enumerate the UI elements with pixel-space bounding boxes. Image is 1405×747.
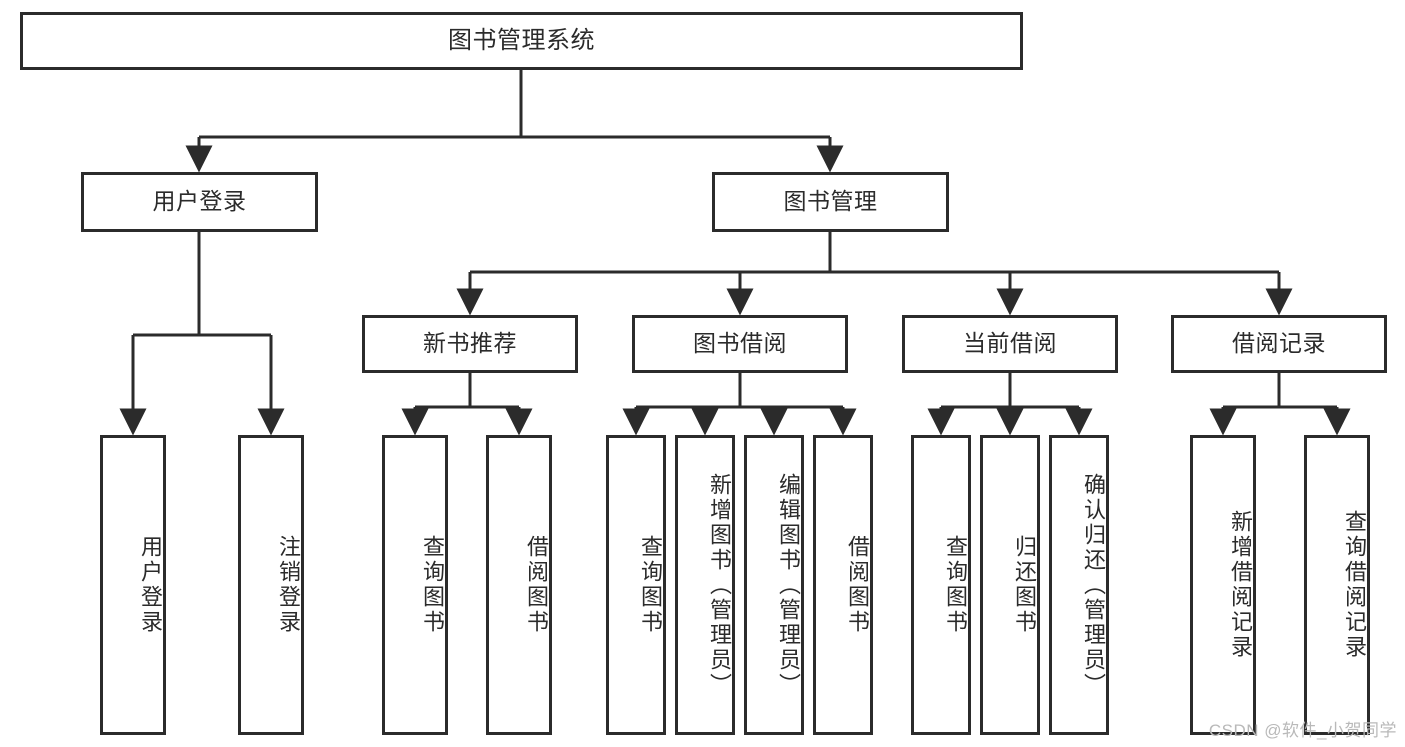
- node-book-borrow[interactable]: 图书借阅: [632, 315, 848, 373]
- node-label: 查询借阅记录: [1342, 510, 1367, 660]
- node-label: 用户登录: [152, 188, 247, 215]
- node-label: 用户登录: [138, 535, 163, 635]
- csdn-watermark: CSDN @软件_小贺同学: [1208, 721, 1397, 740]
- node-leaf-edit-book-admin[interactable]: 编辑图书（管理员）: [744, 435, 804, 735]
- node-leaf-query-book-current[interactable]: 查询图书: [911, 435, 971, 735]
- node-label: 编辑图书（管理员）: [776, 472, 801, 698]
- node-label: 查询图书: [638, 535, 663, 635]
- node-leaf-user-login[interactable]: 用户登录: [100, 435, 166, 735]
- node-leaf-add-borrow-record[interactable]: 新增借阅记录: [1190, 435, 1256, 735]
- node-book-management[interactable]: 图书管理: [712, 172, 949, 232]
- node-leaf-query-borrow-record[interactable]: 查询借阅记录: [1304, 435, 1370, 735]
- node-label: 新增借阅记录: [1228, 510, 1253, 660]
- node-new-book-recommend[interactable]: 新书推荐: [362, 315, 578, 373]
- node-current-borrow[interactable]: 当前借阅: [902, 315, 1118, 373]
- node-label: 借阅图书: [845, 535, 870, 635]
- node-leaf-query-book-newbook[interactable]: 查询图书: [382, 435, 448, 735]
- node-label: 借阅记录: [1232, 330, 1326, 357]
- node-label: 图书管理系统: [448, 26, 595, 54]
- node-label: 归还图书: [1012, 535, 1037, 635]
- node-leaf-confirm-return-admin[interactable]: 确认归还（管理员）: [1049, 435, 1109, 735]
- node-borrow-record[interactable]: 借阅记录: [1171, 315, 1387, 373]
- node-leaf-logout[interactable]: 注销登录: [238, 435, 304, 735]
- node-label: 查询图书: [943, 535, 968, 635]
- node-label: 当前借阅: [963, 330, 1057, 357]
- node-leaf-add-book-admin[interactable]: 新增图书（管理员）: [675, 435, 735, 735]
- node-user-login[interactable]: 用户登录: [81, 172, 318, 232]
- node-label: 新书推荐: [423, 330, 517, 357]
- node-label: 确认归还（管理员）: [1081, 472, 1106, 698]
- node-leaf-borrow-book-newbook[interactable]: 借阅图书: [486, 435, 552, 735]
- node-label: 借阅图书: [524, 535, 549, 635]
- node-root-library-system[interactable]: 图书管理系统: [20, 12, 1023, 70]
- node-leaf-borrow-book[interactable]: 借阅图书: [813, 435, 873, 735]
- node-label: 新增图书（管理员）: [707, 472, 732, 698]
- node-leaf-query-book-borrow[interactable]: 查询图书: [606, 435, 666, 735]
- node-label: 查询图书: [420, 535, 445, 635]
- node-label: 注销登录: [276, 535, 301, 635]
- node-label: 图书借阅: [693, 330, 787, 357]
- node-label: 图书管理: [783, 188, 878, 215]
- node-leaf-return-book[interactable]: 归还图书: [980, 435, 1040, 735]
